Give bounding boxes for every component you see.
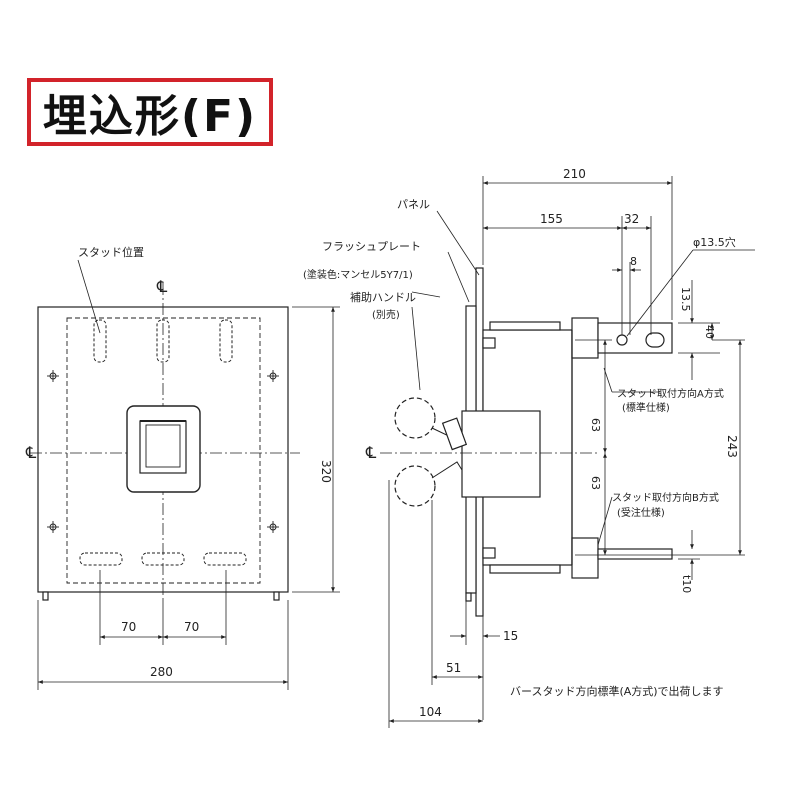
panel-label: パネル <box>397 198 430 211</box>
dim-63-top: 63 <box>589 418 602 432</box>
dim-63-bottom: 63 <box>589 476 602 490</box>
dim-320: 320 <box>319 460 333 483</box>
stud-a-note: (標準仕様) <box>622 401 670 414</box>
dim-70-left: 70 <box>121 620 136 634</box>
front-centerline-mark-side: ℄ <box>25 443 37 462</box>
stud-position-label: スタッド位置 <box>78 245 144 259</box>
page-title: 埋込形(F) <box>42 91 258 142</box>
breaker-face <box>461 410 541 498</box>
top-bar-stud <box>597 322 673 354</box>
aux-handle-bottom <box>394 465 436 507</box>
stud-slot <box>219 319 233 363</box>
stud-b-label: スタッド取付方向B方式 <box>612 491 719 504</box>
stud-a-label: スタッド取付方向A方式 <box>617 387 724 400</box>
dim-32: 32 <box>624 212 639 226</box>
dim-280: 280 <box>150 665 173 679</box>
dim-243: 243 <box>725 435 739 458</box>
stud-slot <box>79 552 123 566</box>
stud-slot <box>156 319 170 363</box>
mounting-holes <box>47 370 279 533</box>
stud-slot <box>93 319 107 363</box>
dim-51: 51 <box>446 661 461 675</box>
hole-label: φ13.5穴 <box>693 235 736 249</box>
front-dimensions <box>37 306 340 690</box>
inner-dashed-frame <box>66 317 261 584</box>
dim-104: 104 <box>419 705 442 719</box>
top-studs <box>93 319 233 363</box>
dim-155: 155 <box>540 212 563 226</box>
bottom-studs <box>79 552 247 566</box>
stud-b-note: (受注仕様) <box>617 506 665 519</box>
handle-lever <box>145 424 181 468</box>
dim-210: 210 <box>563 167 586 181</box>
dim-70-right: 70 <box>184 620 199 634</box>
bottom-bar-stud <box>597 548 673 560</box>
paint-color-label: (塗装色:マンセル5Y7/1) <box>303 268 413 281</box>
stud-slot <box>203 552 247 566</box>
side-view <box>380 267 673 617</box>
flush-plate-label: フラッシュプレート <box>322 240 421 253</box>
dim-15: 15 <box>503 629 518 643</box>
front-centerline-mark: ℄ <box>156 277 168 296</box>
dim-13-5: 13.5 <box>679 287 692 312</box>
shipping-note: バースタッド方向標準(A方式)で出荷します <box>510 684 724 698</box>
foot <box>273 591 280 601</box>
aux-handle-note: (別売) <box>372 308 400 321</box>
foot <box>42 591 49 601</box>
title-box: 埋込形(F) <box>27 78 273 146</box>
dim-8: 8 <box>630 255 637 268</box>
aux-handle-top <box>394 397 436 439</box>
front-view <box>30 283 300 601</box>
side-centerline-mark: ℄ <box>365 443 377 462</box>
side-dimensions <box>388 176 755 728</box>
aux-handle-label: 補助ハンドル <box>350 290 416 304</box>
dim-40: 40 <box>703 325 716 339</box>
dim-t10: t10 <box>680 575 693 593</box>
stud-slot <box>141 552 185 566</box>
